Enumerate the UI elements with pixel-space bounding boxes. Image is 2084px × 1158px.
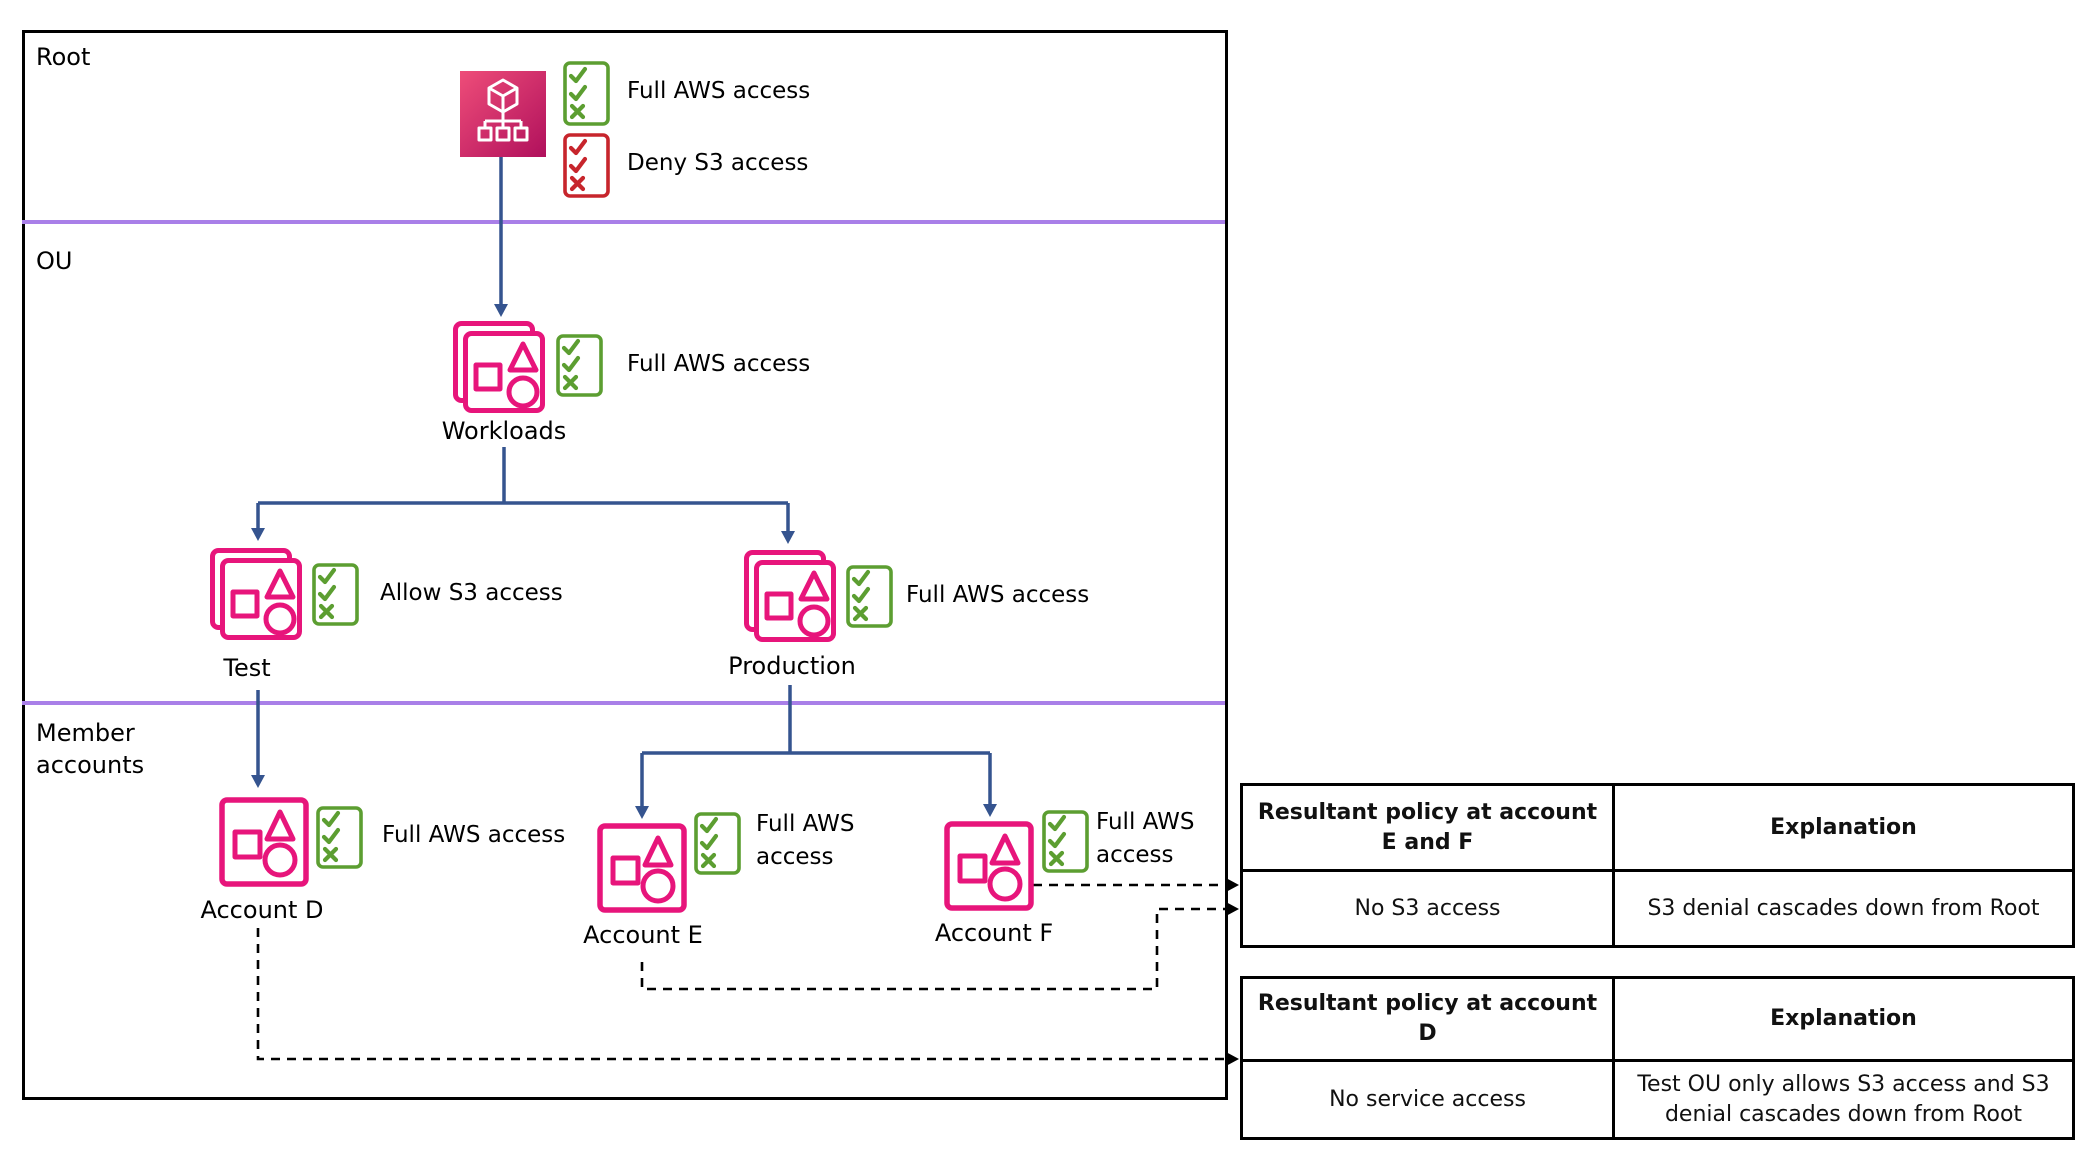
section-label-root: Root xyxy=(36,43,91,71)
account-d-policy-label: Full AWS access xyxy=(382,822,566,848)
organization-boundary-box xyxy=(22,30,1228,1100)
allow-policy-checklist-icon xyxy=(1042,810,1089,873)
table-header-row: Resultant policy at account E and F Expl… xyxy=(1243,786,2072,872)
ou-label-workloads: Workloads xyxy=(441,417,567,445)
table-cell-explanation: S3 denial cascades down from Root xyxy=(1647,895,2040,921)
table-cell-policy: No S3 access xyxy=(1243,872,1615,945)
resultant-policy-table-d: Resultant policy at account D Explanatio… xyxy=(1240,976,2075,1140)
section-label-member-accounts: Member accounts xyxy=(36,719,145,779)
ou-icon-test xyxy=(210,548,302,640)
account-icon-e xyxy=(597,823,687,913)
allow-policy-checklist-icon xyxy=(563,61,610,126)
root-policy-allow-label: Full AWS access xyxy=(627,78,811,104)
allow-policy-checklist-icon xyxy=(556,334,603,397)
production-policy-label: Full AWS access xyxy=(906,582,1090,608)
allow-policy-checklist-icon xyxy=(312,563,359,626)
root-policy-deny-label: Deny S3 access xyxy=(627,150,809,176)
account-icon-d xyxy=(219,797,309,887)
table-cell-explanation: Test OU only allows S3 access and S3 den… xyxy=(1637,1071,2050,1127)
table-cell-policy: No service access xyxy=(1243,1062,1615,1137)
table-header-row: Resultant policy at account D Explanatio… xyxy=(1243,979,2072,1062)
ou-icon-production xyxy=(744,550,836,642)
ou-label-test: Test xyxy=(223,654,271,682)
ou-label-production: Production xyxy=(728,652,856,680)
account-f-policy-label: Full AWS access xyxy=(1096,809,1195,868)
deny-policy-checklist-icon xyxy=(563,133,610,198)
allow-policy-checklist-icon xyxy=(316,806,363,869)
workloads-policy-label: Full AWS access xyxy=(627,351,811,377)
account-icon-f xyxy=(944,821,1034,911)
table-header-resultant-policy: Resultant policy at account D xyxy=(1243,979,1615,1059)
account-e-policy-label: Full AWS access xyxy=(756,811,855,870)
allow-policy-checklist-icon xyxy=(846,565,893,628)
ou-member-divider xyxy=(22,701,1225,705)
table-row: No service access Test OU only allows S3… xyxy=(1243,1062,2072,1137)
table-row: No S3 access S3 denial cascades down fro… xyxy=(1243,872,2072,945)
resultant-policy-table-e-f: Resultant policy at account E and F Expl… xyxy=(1240,783,2075,948)
table-header-explanation: Explanation xyxy=(1770,814,1917,840)
table-header-resultant-policy: Resultant policy at account E and F xyxy=(1243,786,1615,869)
test-policy-label: Allow S3 access xyxy=(380,580,563,606)
ou-icon-workloads xyxy=(453,321,545,413)
account-label-e: Account E xyxy=(583,921,703,949)
section-label-ou: OU xyxy=(36,247,73,275)
table-header-explanation: Explanation xyxy=(1770,1006,1917,1032)
account-label-d: Account D xyxy=(200,896,324,924)
aws-organizations-icon xyxy=(460,71,546,157)
root-ou-divider xyxy=(22,220,1225,224)
account-label-f: Account F xyxy=(934,919,1054,947)
allow-policy-checklist-icon xyxy=(694,812,741,875)
